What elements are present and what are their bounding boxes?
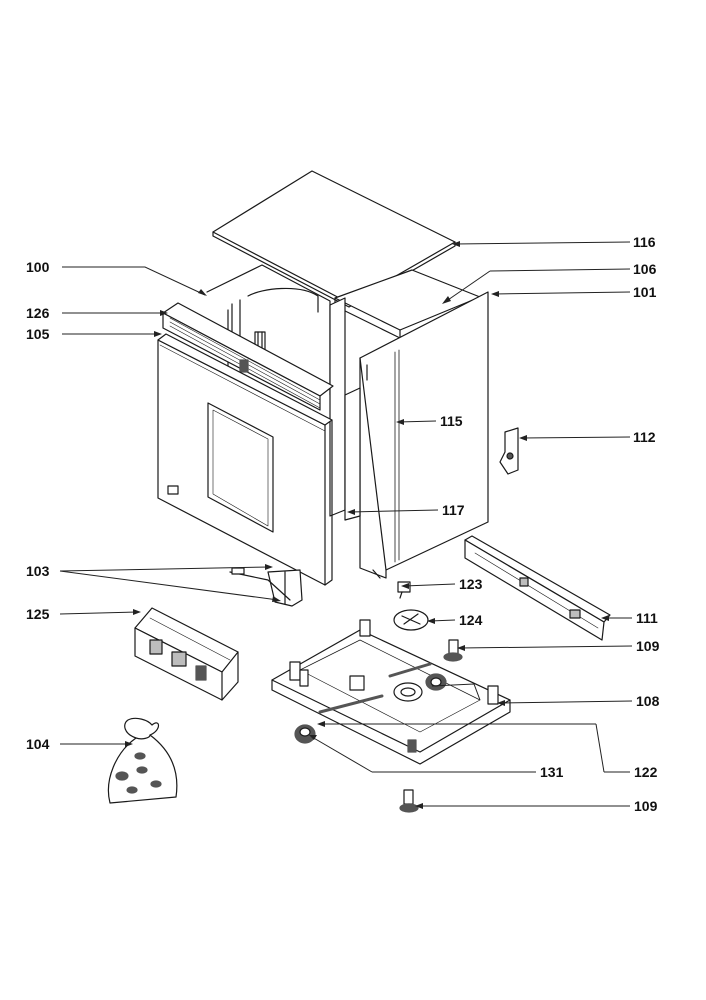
label-109-upper: 109 <box>636 638 660 654</box>
label-115: 115 <box>440 413 463 429</box>
label-123: 123 <box>459 576 483 592</box>
label-100: 100 <box>26 259 50 275</box>
label-124: 124 <box>459 612 483 628</box>
inner-side-strut <box>329 297 361 521</box>
front-roller <box>294 724 316 744</box>
label-106: 106 <box>633 261 657 277</box>
label-122: 122 <box>634 764 658 780</box>
adjustable-foot-lower <box>399 789 419 813</box>
label-125: 125 <box>26 606 50 622</box>
control-strip <box>162 302 334 411</box>
label-103: 103 <box>26 563 50 579</box>
label-101: 101 <box>633 284 657 300</box>
parts-bag <box>107 717 178 804</box>
label-104: 104 <box>26 736 50 752</box>
front-door-panel <box>157 333 333 586</box>
label-105: 105 <box>26 326 50 342</box>
round-cover-disc <box>393 609 429 631</box>
label-108: 108 <box>636 693 660 709</box>
label-117: 117 <box>442 502 465 518</box>
label-116: 116 <box>633 234 656 250</box>
label-109-lower: 109 <box>634 798 658 814</box>
control-box <box>134 607 239 701</box>
base-tray <box>271 619 511 765</box>
adjustable-foot-upper <box>443 639 463 662</box>
label-112: 112 <box>633 429 656 445</box>
leader-lines <box>59 241 633 807</box>
label-126: 126 <box>26 305 50 321</box>
right-side-panel <box>359 291 489 579</box>
label-131: 131 <box>540 764 564 780</box>
plinth-strip <box>464 535 611 641</box>
label-111: 111 <box>636 610 658 626</box>
right-hinge-bracket <box>499 427 519 475</box>
leader-arrowheads <box>125 241 609 809</box>
door-hinges <box>229 567 303 607</box>
